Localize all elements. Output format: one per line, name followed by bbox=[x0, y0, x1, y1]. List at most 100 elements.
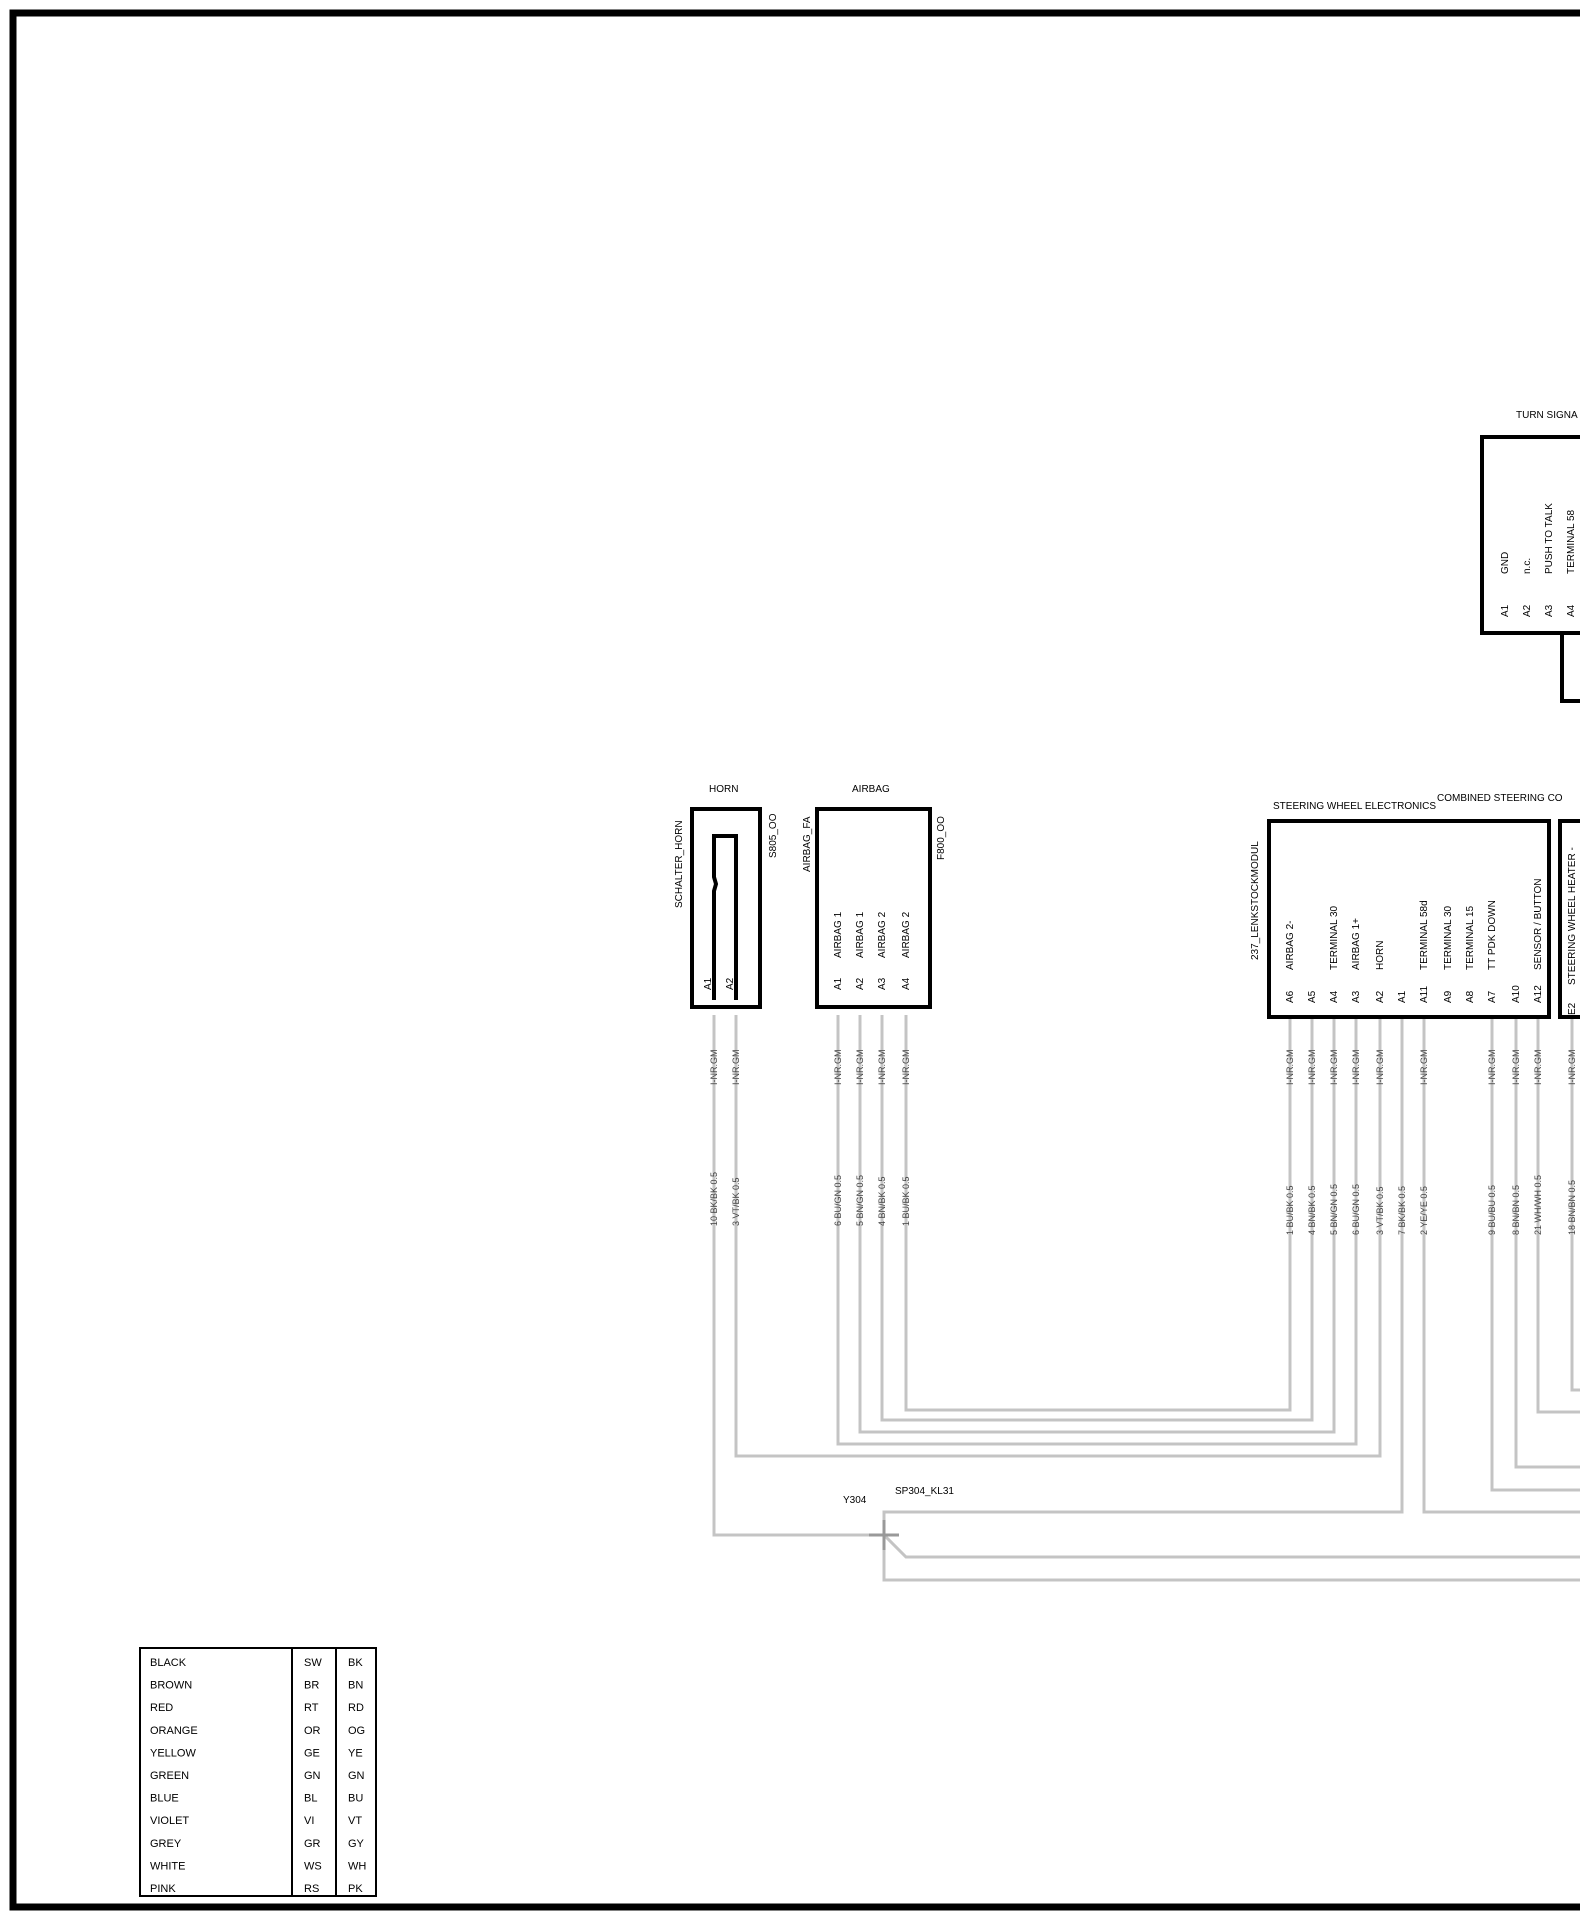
steering-pin: A11 bbox=[1419, 986, 1430, 1003]
horn-side-left: SCHALTER_HORN bbox=[674, 820, 685, 908]
steering-signal: AIRBAG 1+ bbox=[1351, 918, 1362, 970]
airbag-wire-type-2: I-NR.GM bbox=[855, 1050, 865, 1086]
horn-pin-a2: A2 bbox=[725, 977, 736, 990]
steering-wire-code: 7 BK/BK 0.5 bbox=[1397, 1186, 1407, 1235]
steering-pin: A10 bbox=[1511, 985, 1522, 1003]
splice-label: SP304_KL31 bbox=[895, 1486, 954, 1497]
steering-signal: TERMINAL 30 bbox=[1329, 905, 1340, 970]
airbag-side-right: F800_OO bbox=[936, 816, 947, 860]
ts-pin-a3: A3 bbox=[1544, 604, 1555, 617]
legend-color-name: GREY bbox=[150, 1838, 182, 1850]
steering-pin: A8 bbox=[1465, 990, 1476, 1003]
legend-color-name: GREEN bbox=[150, 1770, 189, 1782]
legend-code-de: VI bbox=[304, 1815, 314, 1827]
steering-wire-type: I-NR.GM bbox=[1375, 1050, 1385, 1086]
steering-wire-code: 2 YE/YE 0.5 bbox=[1419, 1186, 1429, 1235]
steering-side-left: 237_LENKSTOCKMODUL bbox=[1250, 841, 1261, 960]
steering-wire-type: I-NR.GM bbox=[1351, 1050, 1361, 1086]
turn-signal-title: TURN SIGNA bbox=[1516, 410, 1578, 421]
airbag-pin-a4: A4 bbox=[901, 977, 912, 990]
steering-signal: HORN bbox=[1375, 941, 1386, 970]
wire-airbag-a1 bbox=[836, 1015, 1358, 1446]
steering-signal: TERMINAL 15 bbox=[1465, 905, 1476, 970]
steering-signal: TT PDK DOWN bbox=[1487, 900, 1498, 970]
steering-pin: A6 bbox=[1285, 990, 1296, 1003]
legend-code-de: OR bbox=[304, 1725, 321, 1737]
airbag-wire-type-4: I-NR.GM bbox=[901, 1050, 911, 1086]
ts-pin-a2: A2 bbox=[1522, 604, 1533, 617]
steering-pin: A7 bbox=[1487, 990, 1498, 1003]
airbag-wire-code-2: 5 BN/GN 0.5 bbox=[855, 1175, 865, 1226]
horn-side-right: S805_OO bbox=[768, 813, 779, 858]
steering-wire-type: I-NR.GM bbox=[1419, 1050, 1429, 1086]
legend-color-name: RED bbox=[150, 1702, 173, 1714]
combined-title: COMBINED STEERING CO bbox=[1437, 793, 1563, 804]
airbag-side-left: AIRBAG_FA bbox=[802, 816, 813, 872]
steering-box bbox=[1267, 819, 1551, 1019]
wire-horn-a1 bbox=[712, 1015, 884, 1537]
legend-code-de: BL bbox=[304, 1793, 317, 1805]
steering-pin: A4 bbox=[1329, 990, 1340, 1003]
steering-signal: TERMINAL 58d bbox=[1419, 900, 1430, 970]
steering-signal: AIRBAG 2- bbox=[1285, 921, 1296, 970]
legend-code-de: RT bbox=[304, 1702, 319, 1714]
wire-steering-a1 bbox=[882, 1015, 1580, 1582]
steering-signal: SENSOR / BUTTON bbox=[1533, 879, 1544, 971]
combined-steering-connector: COMBINED STEERING CO E2 STEERING WHEEL H… bbox=[1437, 793, 1580, 1235]
legend-code-de: BR bbox=[304, 1680, 319, 1692]
airbag-signal-4: AIRBAG 2 bbox=[901, 911, 912, 958]
airbag-signal-3: AIRBAG 2 bbox=[877, 911, 888, 958]
horn-wire-code-2: 3 VT/BK 0.5 bbox=[731, 1177, 741, 1226]
airbag-wire-code-1: 6 BU/GN 0.5 bbox=[833, 1175, 843, 1226]
legend-code-en: VT bbox=[348, 1815, 362, 1827]
wires bbox=[712, 1015, 1580, 1582]
wire-steering-a10 bbox=[1514, 1015, 1580, 1469]
steering-wire-type: I-NR.GM bbox=[1285, 1050, 1295, 1086]
legend-code-en: BK bbox=[348, 1657, 363, 1669]
steering-wire-code: 5 BN/GN 0.5 bbox=[1329, 1184, 1339, 1235]
horn-pin-a1: A1 bbox=[703, 977, 714, 990]
legend-code-de: GE bbox=[304, 1747, 320, 1759]
steering-pin: A5 bbox=[1307, 990, 1318, 1003]
airbag-pin-a2: A2 bbox=[855, 977, 866, 990]
steering-wire-type: I-NR.GM bbox=[1329, 1050, 1339, 1086]
legend-code-en: GN bbox=[348, 1770, 365, 1782]
legend-code-en: BN bbox=[348, 1680, 363, 1692]
legend-code-de: WS bbox=[304, 1860, 322, 1872]
legend-code-en: GY bbox=[348, 1838, 365, 1850]
legend-code-en: PK bbox=[348, 1883, 363, 1895]
legend-color-name: PINK bbox=[150, 1883, 176, 1895]
steering-wire-code: 9 BU/BU 0.5 bbox=[1487, 1185, 1497, 1235]
wire-horn-a2 bbox=[734, 1015, 1382, 1458]
steering-pin: A12 bbox=[1533, 985, 1544, 1003]
wire-steering-a12 bbox=[1536, 1015, 1580, 1414]
airbag-pin-a3: A3 bbox=[877, 977, 888, 990]
page-frame bbox=[9, 9, 1580, 1911]
combined-wire-type: I-NR.GM bbox=[1567, 1050, 1577, 1086]
wire-steering-a11 bbox=[1422, 1015, 1580, 1514]
horn-title: HORN bbox=[709, 784, 738, 795]
combined-box bbox=[1558, 819, 1580, 1019]
wire-airbag-a3 bbox=[880, 1015, 1314, 1422]
legend-code-en: WH bbox=[348, 1860, 366, 1872]
ts-signal-t58: TERMINAL 58 bbox=[1566, 509, 1577, 574]
horn-connector: HORN SCHALTER_HORN S805_OO A1 A2 I-NR.GM… bbox=[674, 784, 779, 1226]
wire-steering-a7 bbox=[1490, 1015, 1580, 1492]
steering-wire-type: I-NR.GM bbox=[1511, 1050, 1521, 1086]
combined-pin: E2 bbox=[1567, 1002, 1578, 1015]
wire-combined-e2 bbox=[1570, 1015, 1580, 1392]
airbag-signal-1: AIRBAG 1 bbox=[833, 911, 844, 958]
steering-wire-type: I-NR.GM bbox=[1533, 1050, 1543, 1086]
turn-signal-connector: TURN SIGNA A1 A2 A3 A4 GND n.c. PUSH TO … bbox=[1480, 410, 1580, 703]
legend-code-de: GR bbox=[304, 1838, 321, 1850]
airbag-title: AIRBAG bbox=[852, 784, 890, 795]
steering-wire-code: 6 BU/GN 0.5 bbox=[1351, 1184, 1361, 1235]
legend-color-name: BLUE bbox=[150, 1793, 179, 1805]
steering-electronics-connector: STEERING WHEEL ELECTRONICS 237_LENKSTOCK… bbox=[1250, 801, 1551, 1235]
legend-code-en: YE bbox=[348, 1747, 363, 1759]
steering-wire-code: 8 BN/BN 0.5 bbox=[1511, 1185, 1521, 1235]
legend-color-name: BROWN bbox=[150, 1680, 192, 1692]
steering-wire-code: 21 WH/WH 0.5 bbox=[1533, 1175, 1543, 1235]
turn-signal-box bbox=[1480, 435, 1580, 635]
